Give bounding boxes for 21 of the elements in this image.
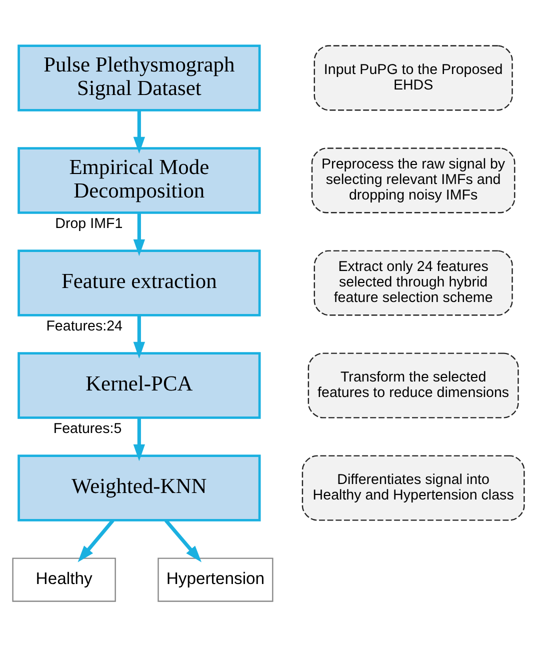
node-box: Empirical Mode Decomposition (18, 146, 261, 214)
arrow (133, 212, 146, 256)
edge-label: Drop IMF1 (55, 216, 123, 232)
node-box: Input PuPG to the Proposed EHDS (314, 44, 513, 110)
node-box: Hypertension (158, 557, 274, 602)
node-box: Extract only 24 features selected through hybrid feature selection scheme (314, 250, 513, 316)
arrow (133, 417, 146, 461)
edge-label: Features:24 (46, 318, 122, 334)
arrow (133, 314, 146, 358)
node-box: Feature extraction (18, 249, 261, 316)
node-box: Kernel-PCA (18, 352, 261, 418)
edge-label: Features:5 (53, 420, 122, 437)
node-box: Transform the selected features to reduce dimensions (308, 352, 519, 418)
node-box: Pulse Plethysmograph Signal Dataset (18, 44, 261, 111)
node-box: Weighted-KNN (18, 454, 261, 521)
node-box: Healthy (12, 557, 116, 602)
arrow (164, 518, 202, 562)
node-box: Preprocess the raw signal by selecting relevant IMFs and dropping noisy IMFs (311, 147, 516, 213)
arrow (78, 518, 114, 562)
node-box: Differentiates signal into Healthy and Hypertension class (302, 454, 525, 520)
arrow (133, 110, 146, 154)
